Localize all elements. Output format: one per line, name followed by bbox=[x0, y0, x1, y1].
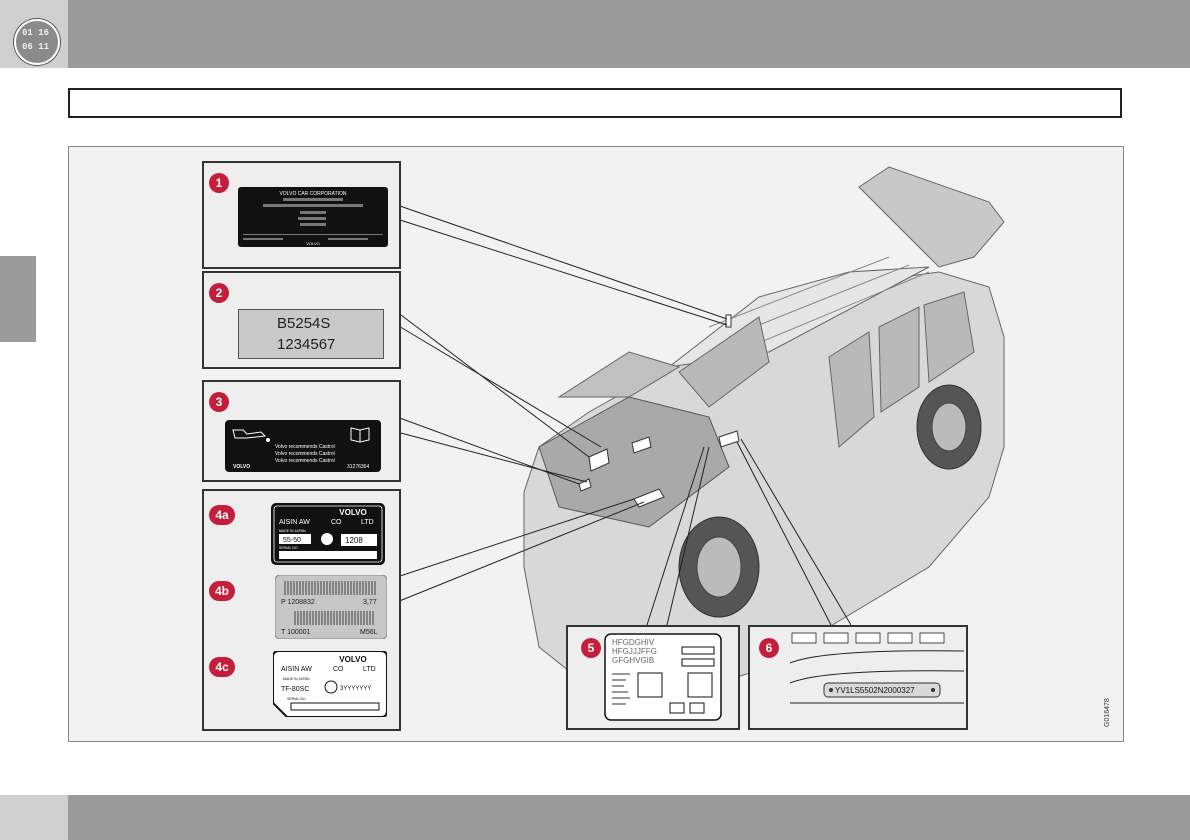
transmission-plate-4c: VOLVO AISIN AW CO LTD MADE IN JAPAN TF-8… bbox=[273, 651, 387, 717]
badge-4b: 4b bbox=[209, 581, 235, 601]
oil-line-2: Volvo recommends Castrol bbox=[275, 451, 335, 457]
side-tab bbox=[0, 256, 36, 342]
chapter-icon-line1: 01 16 bbox=[22, 28, 50, 38]
transmission-plate-4b: P 1208832 3,77 T 100001 M56L bbox=[275, 575, 387, 639]
plate-4a-model: 55-50 bbox=[283, 537, 301, 544]
badge-1: 1 bbox=[209, 173, 229, 193]
plate-4c-serial: SERIAL NO. bbox=[287, 697, 307, 701]
plate-4c-logo: VOLVO bbox=[339, 655, 366, 664]
manual-book-icon bbox=[350, 427, 370, 443]
chapter-icon: 01 16 06 11 bbox=[14, 19, 60, 65]
plate-4a-logo: VOLVO bbox=[339, 508, 366, 517]
climate-label: HFGDGHIV HFGJJJFFG GFGHVGIB bbox=[604, 633, 722, 721]
oil-label-logo: VOLVO bbox=[233, 464, 250, 470]
label-panel-3: 3 Volvo recommends Castrol Volvo recomme… bbox=[202, 380, 401, 482]
engine-type: B5254S bbox=[277, 315, 331, 332]
plate-4c-code: 3YYYYYYY bbox=[340, 686, 371, 692]
plate-4b-ratio: 3,77 bbox=[363, 599, 377, 606]
vin-plate: YV1LS5502N2000327 bbox=[789, 632, 964, 704]
plate-4b-type: M56L bbox=[360, 629, 378, 636]
plate-4a-ltd: LTD bbox=[361, 519, 374, 526]
climate-line-1: HFGDGHIV bbox=[612, 638, 655, 647]
label-panel-1: 1 VOLVO CAR CORPORATION VOLVO bbox=[202, 161, 401, 269]
vin-number: YV1LS5502N2000327 bbox=[835, 686, 915, 695]
engine-number: 1234567 bbox=[277, 336, 336, 353]
plate-4b-part: P 1208832 bbox=[281, 599, 315, 606]
oil-label: Volvo recommends Castrol Volvo recommend… bbox=[225, 420, 381, 472]
transmission-plate-4a: VOLVO AISIN AW CO LTD MADE IN JAPAN 55-5… bbox=[271, 503, 385, 565]
label-panel-2: 2 B5254S 1234567 bbox=[202, 271, 401, 369]
badge-2: 2 bbox=[209, 283, 229, 303]
footer-corner bbox=[0, 795, 68, 840]
plate-4c-maker: AISIN AW bbox=[281, 666, 312, 673]
header-bar bbox=[0, 0, 1190, 68]
type-approval-plate: VOLVO CAR CORPORATION VOLVO bbox=[238, 187, 388, 247]
plate-4b-trans: T 100001 bbox=[281, 629, 311, 636]
car-illustration: G016478 bbox=[396, 166, 1111, 727]
badge-4a: 4a bbox=[209, 505, 235, 525]
figure-code: G016478 bbox=[1104, 698, 1111, 727]
oil-line-1: Volvo recommends Castrol bbox=[275, 444, 335, 450]
plate-logo: VOLVO bbox=[306, 241, 320, 246]
label-panel-5: 5 HFGDGHIV HFGJJJFFG GFGHVGIB bbox=[566, 625, 740, 730]
labels-figure: G016478 1 VOLVO CAR CORPORATION VOLVO 2 … bbox=[68, 146, 1124, 742]
badge-4c: 4c bbox=[209, 657, 235, 677]
oil-line-3: Volvo recommends Castrol bbox=[275, 458, 335, 464]
plate-company: VOLVO CAR CORPORATION bbox=[279, 191, 346, 197]
badge-6: 6 bbox=[759, 638, 779, 658]
plate-4c-ltd: LTD bbox=[363, 666, 376, 673]
page-title-box bbox=[68, 88, 1122, 118]
label-panel-6: 6 YV1LS5502N2000327 bbox=[748, 625, 968, 730]
chapter-icon-line2: 06 11 bbox=[22, 42, 50, 52]
plate-4a-co: CO bbox=[331, 519, 342, 526]
badge-5: 5 bbox=[581, 638, 601, 658]
climate-line-3: GFGHVGIB bbox=[612, 656, 654, 665]
plate-4a-made-in: MADE IN JAPAN bbox=[279, 529, 306, 533]
oil-label-part: 31276364 bbox=[347, 464, 369, 470]
plate-4a-code: 1208 bbox=[345, 536, 363, 545]
plate-4a-maker: AISIN AW bbox=[279, 519, 310, 526]
plate-4a-serial: SERIAL NO. bbox=[279, 546, 299, 550]
oil-can-icon bbox=[232, 429, 270, 442]
plate-4c-co: CO bbox=[333, 666, 344, 673]
plate-4c-model: TF-80SC bbox=[281, 686, 309, 693]
climate-line-2: HFGJJJFFG bbox=[612, 647, 657, 656]
label-panel-4: 4a 4b 4c VOLVO AISIN AW CO LTD MADE IN J… bbox=[202, 489, 401, 731]
engine-plate: B5254S 1234567 bbox=[238, 309, 384, 359]
footer-bar bbox=[0, 795, 1190, 840]
badge-3: 3 bbox=[209, 392, 229, 412]
plate-4c-made-in: MADE IN JAPAN bbox=[283, 677, 310, 681]
